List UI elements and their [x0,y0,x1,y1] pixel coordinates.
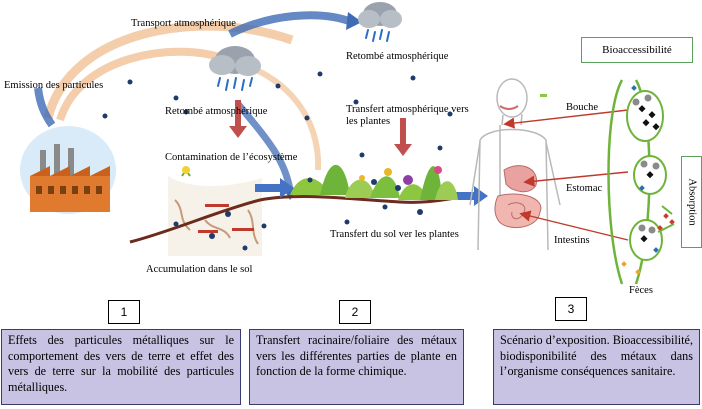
label-retombe-left: Retombé atmosphérique [165,106,268,117]
label-estomac: Estomac [566,183,603,194]
label-contamination: Contamination de l’écosystème [165,152,298,163]
metal-particles [102,71,453,251]
absorption-label: Absorption [686,178,697,226]
factory-icon [20,126,116,214]
label-transfert-plantes: Transfert atmosphérique vers les plantes [346,104,469,127]
organ-pointer-arrows [503,109,629,241]
step-2-description: Transfert racinaire/foliaire des métaux … [249,329,464,405]
cloud-rain-icon [209,46,261,91]
bioaccessibilite-box: Bioaccessibilité [581,37,693,63]
label-transport-atmospherique: Transport atmosphérique [131,18,236,29]
soil-section [168,166,262,256]
label-feces: Fèces [629,285,653,296]
label-intestins: Intestins [554,235,590,246]
step-number-3: 3 [555,297,587,321]
cloud-rain-icon [358,2,402,42]
deposition-arrows [229,100,412,156]
label-bouche: Bouche [566,102,599,113]
label-transfert-sol: Transfert du sol ver les plantes [330,229,459,240]
ground-line [129,194,471,244]
step-number-2: 2 [339,300,371,324]
food-icon [540,94,547,97]
plants-icon [290,164,458,200]
transport-arcs [34,11,362,200]
label-retombe-right: Retombé atmosphérique [346,51,449,62]
step-1-description: Effets des particules métalliques sur le… [1,329,241,405]
absorption-box: Absorption [681,156,702,248]
step-3-description: Scénario d’exposition. Bioaccessibilité,… [493,329,700,405]
step-number-1: 1 [108,300,140,324]
digestive-capsule-icon [607,79,675,285]
label-emission: Emission des particules [4,80,104,91]
label-accumulation: Accumulation dans le sol [146,264,253,275]
